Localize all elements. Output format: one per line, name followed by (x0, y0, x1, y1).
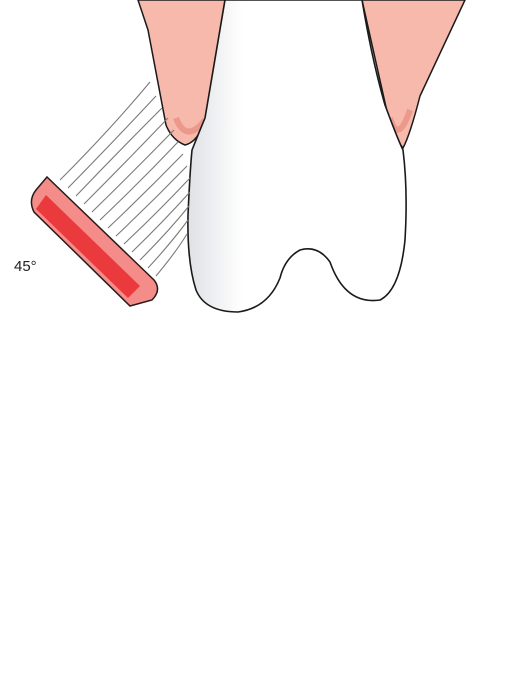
cross-section-view (31, 0, 465, 312)
angle-label: 45° (14, 258, 37, 275)
toothbrush-head-top (31, 177, 157, 306)
